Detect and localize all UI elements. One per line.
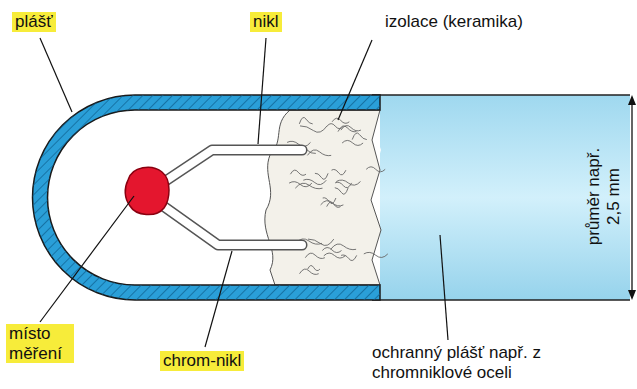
ceramic-insulation <box>265 110 381 285</box>
part-label: chrom-nikl <box>160 351 244 371</box>
sheath-wall <box>33 95 381 300</box>
thermo-wires <box>152 150 302 245</box>
dimension-label: průměr např. 2,5 mm <box>584 137 623 257</box>
part-label: nikl <box>250 12 282 32</box>
part-label: izolace (keramika) <box>385 12 523 32</box>
part-label: plášť <box>12 12 56 32</box>
leader-lines <box>40 38 448 347</box>
measuring-junction <box>125 167 169 214</box>
protective-sheath <box>370 95 630 300</box>
part-label: ochranný plášť např. z chromniklové ocel… <box>372 343 612 382</box>
part-label: místo měření <box>6 324 74 363</box>
